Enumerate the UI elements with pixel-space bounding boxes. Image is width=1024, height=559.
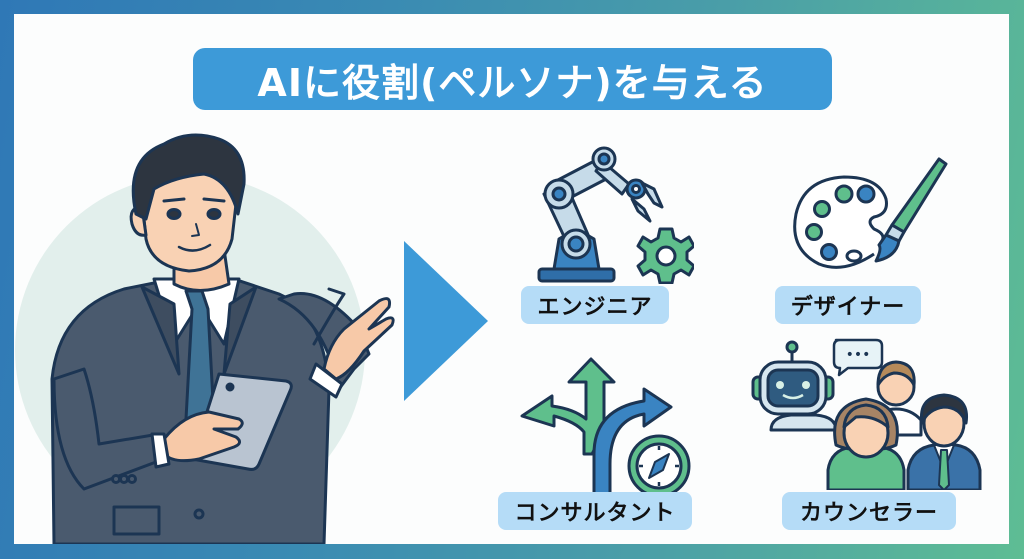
persona-label-engineer: エンジニア <box>521 286 669 324</box>
triangle-right-icon <box>404 241 488 401</box>
palette-brush-icon <box>793 157 948 269</box>
content-panel: AIに役割(ペルソナ)を与える <box>14 14 1009 544</box>
persona-label-designer: デザイナー <box>775 286 921 324</box>
page-title: AIに役割(ペルソナ)を与える <box>257 60 768 105</box>
persona-label-consultant: コンサルタント <box>498 492 692 530</box>
chat-bubble-text: ••• <box>846 347 871 363</box>
title-banner: AIに役割(ペルソナ)を与える <box>193 48 832 110</box>
persona-label-counselor: カウンセラー <box>782 492 956 530</box>
businessman-with-tablet-icon <box>50 133 395 544</box>
crossroads-compass-icon <box>520 357 691 499</box>
robot-people-chat-icon: ••• <box>751 338 982 490</box>
robot-arm-gear-icon <box>537 146 694 284</box>
